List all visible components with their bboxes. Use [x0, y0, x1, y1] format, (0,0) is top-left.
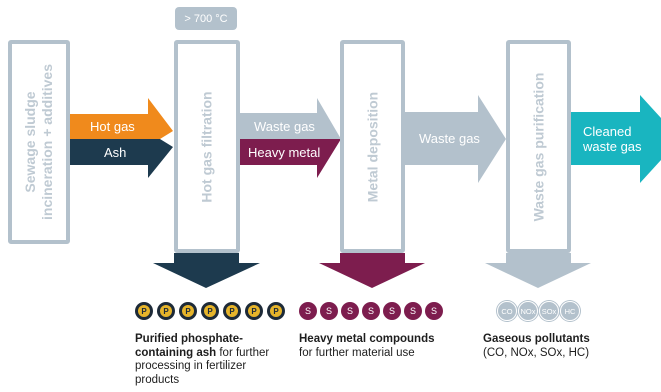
purification-box: Waste gas purification: [506, 40, 571, 253]
heavy-metal-arrow-shape: [240, 139, 341, 178]
gas-caption: Gaseous pollutants (CO, NOx, SOx, HC): [483, 333, 633, 360]
phosphate-dot: P: [223, 302, 241, 320]
gas-caption-bold: Gaseous pollutants: [483, 333, 590, 345]
hot-gas-label: Hot gas: [90, 119, 135, 134]
phosphate-dot: P: [135, 302, 153, 320]
gas-caption-rest: (CO, NOx, SOx, HC): [483, 346, 590, 359]
ash-label: Ash: [104, 144, 127, 160]
metal-caption: Heavy metal compounds for further materi…: [299, 333, 449, 360]
cleaned-label-line2: waste gas: [583, 138, 642, 154]
incineration-box: Sewage sludge incineration + additives: [8, 40, 70, 244]
phosphate-dot: P: [245, 302, 263, 320]
cleaned-arrow-shape: [571, 95, 661, 183]
ash-down-arrow: [153, 253, 260, 288]
waste-gas-1-label: Waste gas: [254, 118, 315, 134]
metal-down-arrow: [319, 253, 425, 288]
gas-dot-sox: SOx: [539, 301, 559, 321]
waste-gas-2-arrow-shape: [405, 95, 506, 183]
metal-dot: S: [299, 302, 317, 320]
phosphate-caption-rest: for further processing in fertilizer pro…: [135, 346, 270, 386]
ash-arrow-shape: [70, 147, 173, 178]
heavy-metal-label: Heavy metal: [248, 144, 321, 160]
hot-gas-arrow-shape: [70, 98, 173, 131]
metal-dot: S: [425, 302, 443, 320]
waste-gas-2-label: Waste gas: [419, 131, 480, 146]
gas-down-arrow: [485, 253, 591, 288]
filtration-label: Hot gas filtration: [198, 90, 215, 203]
cleaned-label-line1: Cleaned: [583, 123, 632, 139]
filtration-box: Hot gas filtration: [174, 40, 240, 253]
heavy-metal-arrow: Heavy metal: [240, 139, 320, 165]
waste-gas-2-arrow: Waste gas: [405, 112, 480, 165]
ash-arrow-shape-mid: [70, 139, 173, 147]
metal-caption-rest: for further material use: [299, 346, 415, 359]
incineration-label-line2: incineration + additives: [39, 64, 55, 220]
metal-dot: S: [404, 302, 422, 320]
phosphate-dot: P: [201, 302, 219, 320]
gas-dot-nox: NOx: [518, 301, 538, 321]
incineration-label-line1: Sewage sludge: [22, 91, 38, 193]
incineration-label: Sewage sludge incineration + additives: [22, 64, 56, 220]
metal-deposition-box: Metal deposition: [340, 40, 405, 253]
gas-dot-co: CO: [497, 301, 517, 321]
phosphate-dot: P: [267, 302, 285, 320]
metal-dot: S: [320, 302, 338, 320]
temperature-badge: > 700 °C: [175, 7, 237, 30]
cleaned-arrow: Cleaned waste gas: [571, 112, 642, 165]
hot-gas-arrow: Hot gas: [72, 114, 135, 139]
purification-label: Waste gas purification: [530, 72, 546, 221]
metal-dot: S: [383, 302, 401, 320]
phosphate-dot: P: [157, 302, 175, 320]
phosphate-caption-bold: Purified phosphate-containing ash: [135, 333, 243, 359]
waste-gas-1-arrow: Waste gas: [240, 113, 315, 139]
hot-gas-arrow-shape-mid: [70, 131, 173, 139]
temperature-label: > 700 °C: [184, 12, 228, 25]
phosphate-caption: Purified phosphate-containing ash for fu…: [135, 333, 285, 387]
metal-dot: S: [341, 302, 359, 320]
ash-arrow: Ash: [72, 139, 126, 165]
waste-gas-1-arrow-shape: [240, 98, 341, 139]
gas-dot-hc: HC: [560, 301, 580, 321]
metal-dot: S: [362, 302, 380, 320]
metal-deposition-label: Metal deposition: [364, 91, 380, 202]
phosphate-dot: P: [179, 302, 197, 320]
metal-caption-bold: Heavy metal compounds: [299, 333, 435, 345]
